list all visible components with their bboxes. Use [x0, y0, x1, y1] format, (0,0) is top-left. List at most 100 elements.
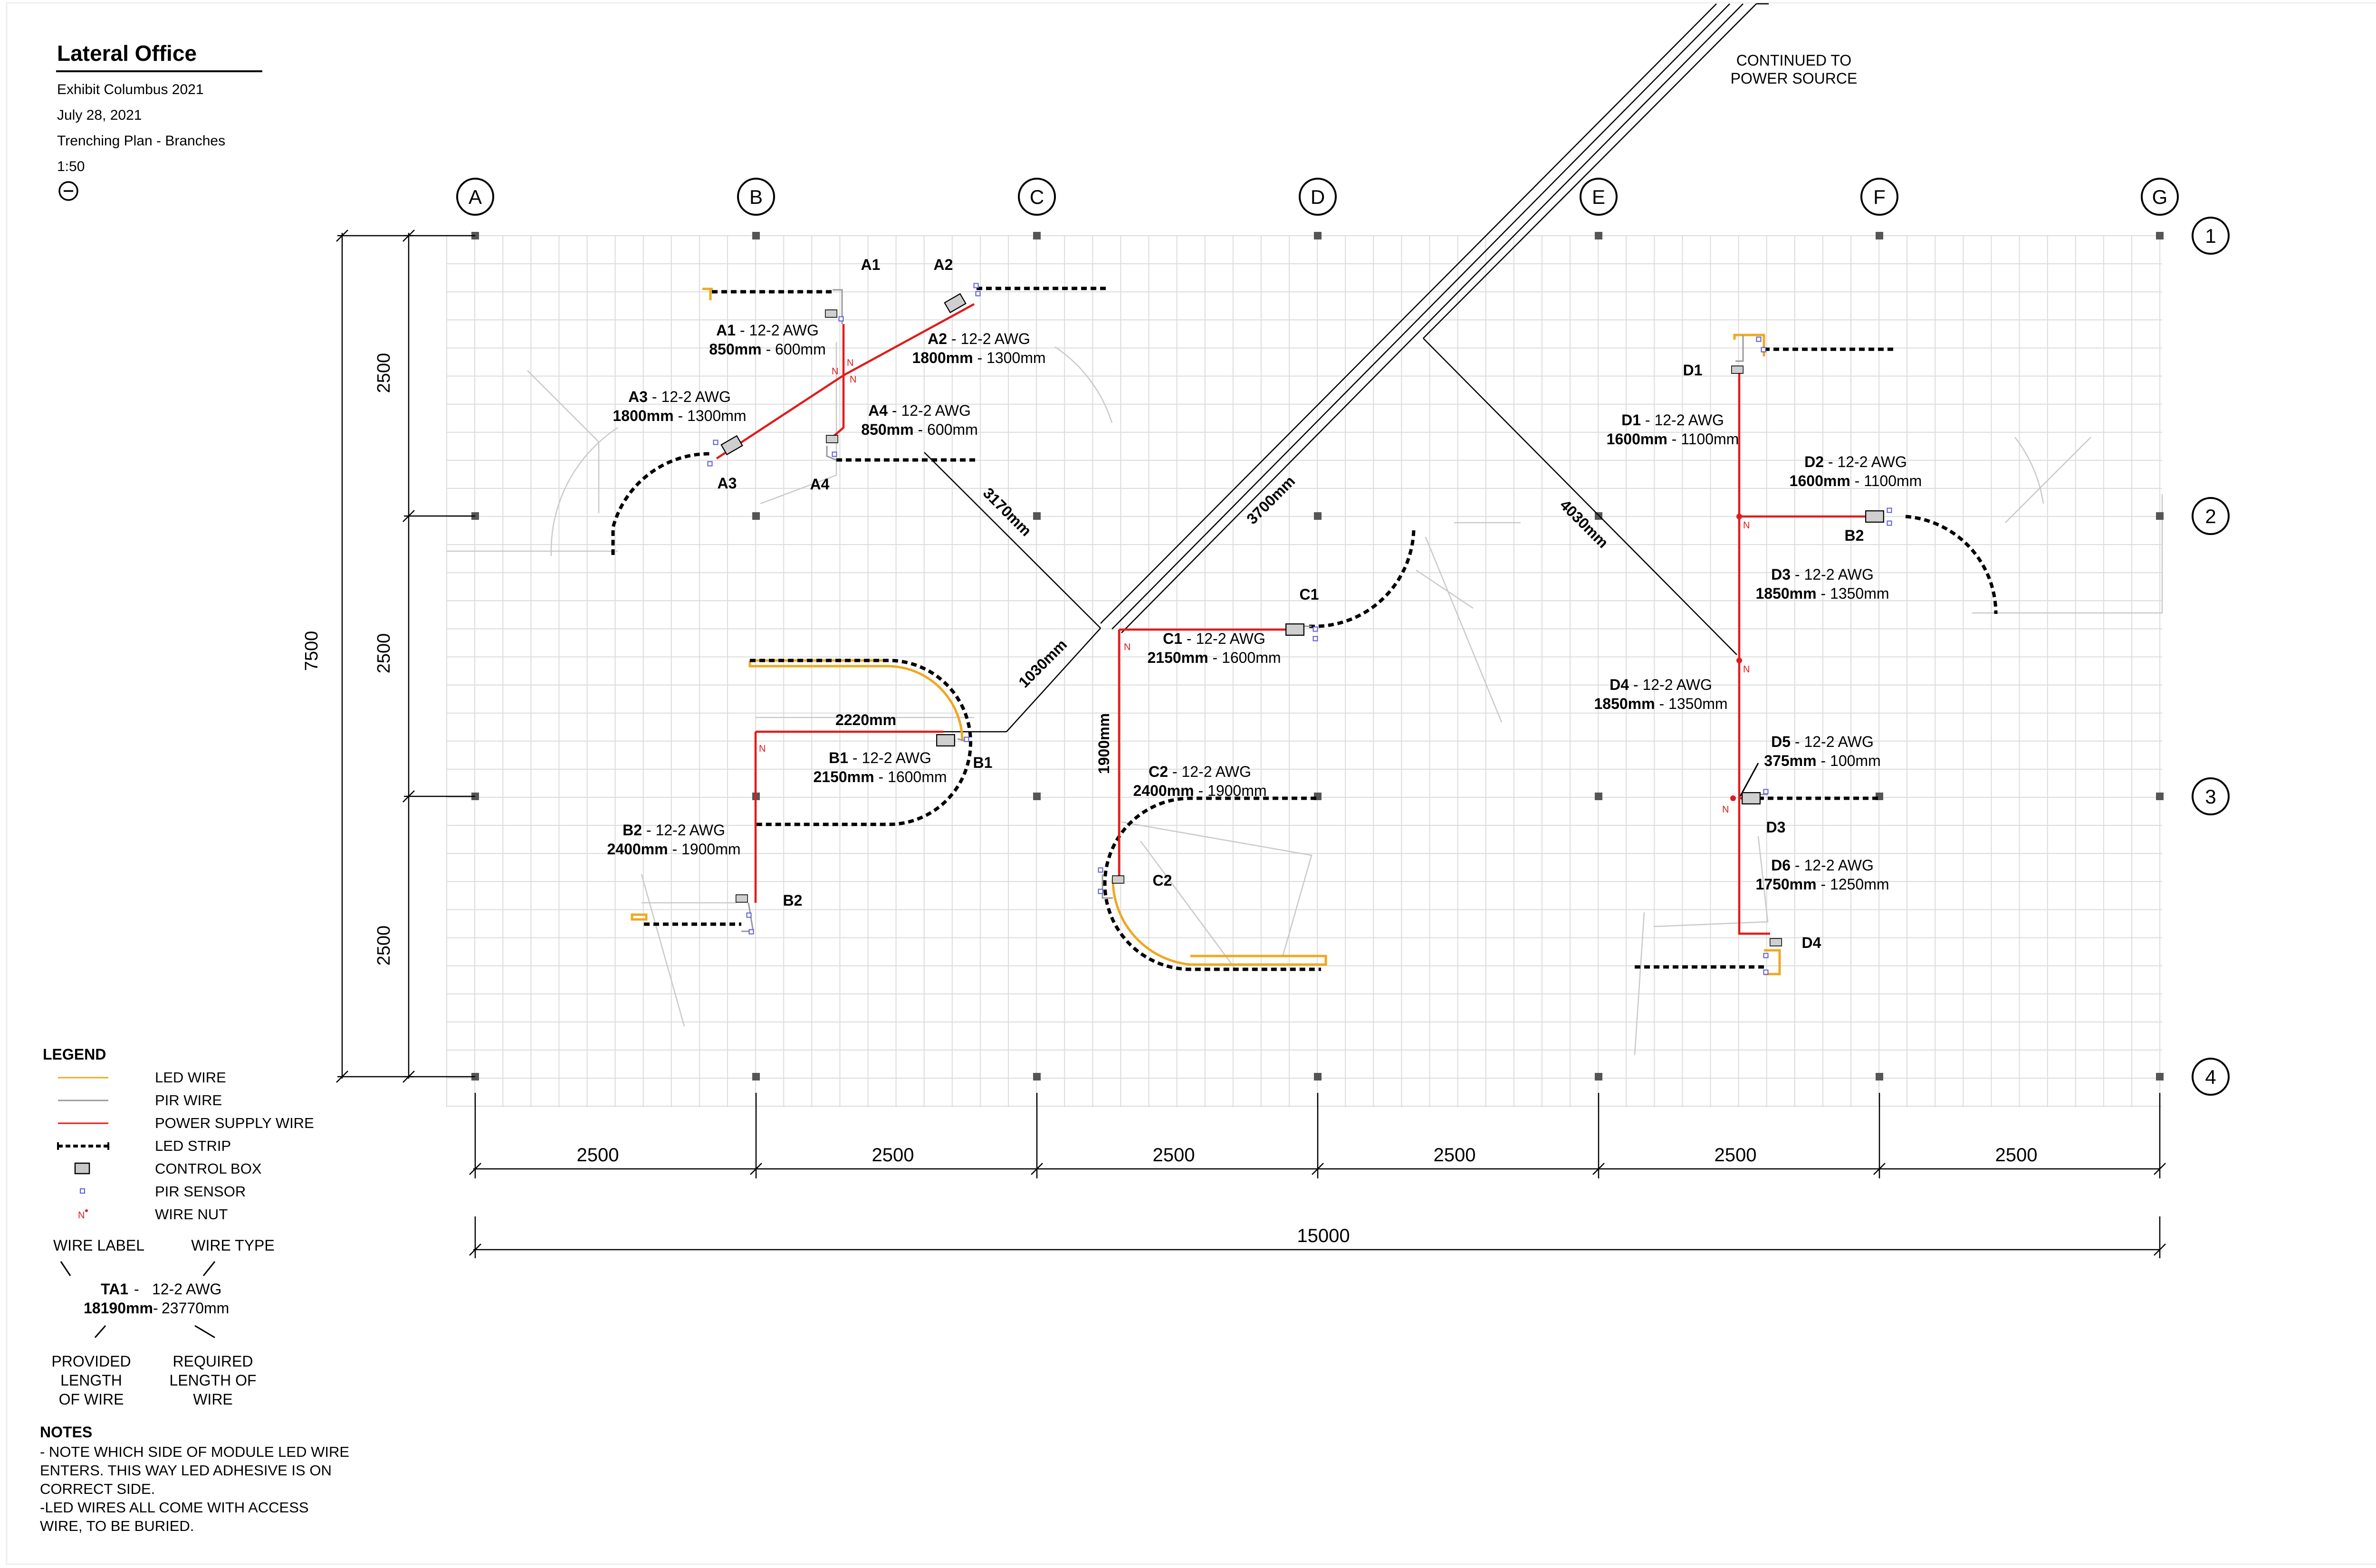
wire-id-type: D1 - 12-2 AWG: [1621, 411, 1724, 429]
pir-sensor-icon: [1098, 889, 1103, 894]
legend-item-pir-sensor-icon: PIR SENSOR: [80, 1183, 246, 1200]
wire-nut-icon: N: [1743, 664, 1750, 675]
pir-sensor-icon: [1313, 636, 1318, 641]
wire-label-d4: D4 - 12-2 AWG 1850mm - 1350mm: [1594, 676, 1727, 712]
grid-bubble-a: A: [456, 178, 494, 216]
legend-item-label: LED STRIP: [155, 1138, 231, 1154]
wire-nut-icon: N: [847, 358, 853, 368]
grid-post: [2156, 232, 2164, 239]
wire-id-type: C1 - 12-2 AWG: [1163, 630, 1265, 647]
north-arrow-icon: [58, 181, 78, 201]
trench-length-6: 1900mm: [1095, 713, 1112, 774]
grid-post: [1314, 1073, 1322, 1080]
wire-nut-icon: N: [832, 366, 838, 377]
source-note-line-1: CONTINUED TO: [1736, 52, 1851, 69]
grid-post: [1033, 232, 1041, 239]
grid-col-label: E: [1592, 186, 1605, 208]
trench-length-2: 3700mm: [1243, 472, 1298, 527]
pir-sensor-icon: [1313, 626, 1318, 632]
pir-sensor-icon: [1763, 953, 1769, 958]
wire-lengths: 2400mm - 1900mm: [1133, 782, 1266, 799]
control-box-icon: [1770, 937, 1782, 947]
module-grid: [446, 235, 2162, 1107]
control-box-icon: [825, 309, 837, 318]
wire-id-type: A1 - 12-2 AWG: [716, 322, 819, 339]
wire-id-type: A3 - 12-2 AWG: [628, 388, 731, 405]
key-wire-type: WIRE TYPE: [191, 1237, 274, 1254]
control-box-icon: [1285, 623, 1304, 636]
wire-label-a1: A1 - 12-2 AWG 850mm - 600mm: [709, 322, 825, 358]
wire-nut-icon: N: [1124, 642, 1131, 652]
col-dim-4: 2500: [1434, 1145, 1476, 1166]
overall-width-dim: 15000: [1297, 1225, 1350, 1246]
wire-nut-icon: [1736, 514, 1742, 519]
wire-lengths: 850mm - 600mm: [709, 341, 825, 358]
sheet-name: Trenching Plan - Branches: [57, 133, 225, 149]
overall-height-dim: 7500: [302, 631, 322, 671]
control-box-icon: [736, 894, 748, 903]
module-label-c1: C1: [1300, 586, 1319, 603]
grid-post: [752, 1073, 760, 1080]
drawing-scale: 1:50: [57, 159, 85, 174]
pir-sensor-icon: [832, 451, 837, 457]
wire-id-type: D4 - 12-2 AWG: [1610, 676, 1712, 693]
legend-item-pir-wire-swatch: PIR WIRE: [58, 1092, 222, 1109]
wire-lengths: 375mm - 100mm: [1764, 752, 1880, 769]
cluster-a: N N N A1 A2 A3 A4: [611, 256, 1107, 555]
pir-sensor-icon: [1887, 507, 1892, 513]
col-dim-3: 2500: [1153, 1145, 1195, 1166]
key-required-1: REQUIRED: [173, 1353, 253, 1370]
wire-lengths: 1600mm - 1100mm: [1607, 430, 1739, 448]
title-block: Lateral Office Exhibit Columbus 2021 Jul…: [56, 41, 262, 201]
project-title: Lateral Office: [57, 41, 197, 66]
key-provided-3: OF WIRE: [59, 1391, 124, 1408]
module-label-d1: D1: [1683, 362, 1703, 379]
row-dim-1: 2500: [374, 353, 394, 393]
wire-id-type: B2 - 12-2 AWG: [623, 822, 725, 839]
wire-nut-icon: N: [1722, 804, 1729, 815]
wire-lengths: 1750mm - 1250mm: [1755, 876, 1889, 893]
row-dim-2: 2500: [374, 633, 394, 674]
wire-lengths: 2150mm - 1600mm: [813, 768, 947, 785]
wire-nut-icon: N: [78, 1209, 88, 1221]
wire-label-d6: D6 - 12-2 AWG 1750mm - 1250mm: [1755, 857, 1889, 893]
notes-line: WIRE, TO BE BURIED.: [40, 1518, 194, 1534]
wire-lengths: 1850mm - 1350mm: [1594, 695, 1727, 712]
wire-label-key: WIRE LABEL WIRE TYPE TA1 - 12-2 AWG 1819…: [51, 1237, 274, 1408]
grid-bubble-4: 4: [2192, 1058, 2230, 1096]
wire-id-type: B1 - 12-2 AWG: [829, 749, 931, 766]
notes-line: - NOTE WHICH SIDE OF MODULE LED WIRE: [40, 1444, 349, 1460]
grid-col-label: D: [1311, 186, 1325, 208]
pir-sensor-icon: [1887, 520, 1892, 526]
grid-col-label: C: [1030, 186, 1044, 208]
wire-nut-icon: [1736, 658, 1742, 663]
pir-sensor-icon: [713, 440, 719, 445]
notes-line: -LED WIRES ALL COME WITH ACCESS: [40, 1499, 309, 1516]
control-box-icon: [1865, 510, 1884, 523]
trench-length-5: 2220mm: [835, 711, 896, 728]
wire-lengths: 2150mm - 1600mm: [1147, 649, 1281, 666]
wire-nut-icon: N: [759, 744, 766, 754]
trench-length-4: 1030mm: [1015, 636, 1070, 691]
wire-id-type: C2 - 12-2 AWG: [1149, 763, 1251, 780]
wire-label-c2: C2 - 12-2 AWG 2400mm - 1900mm: [1133, 763, 1266, 799]
pir-sensor-icon: [746, 912, 752, 918]
control-box-icon: [936, 734, 955, 746]
key-provided-2: LENGTH: [60, 1372, 122, 1389]
wire-id-type: D6 - 12-2 AWG: [1771, 857, 1874, 874]
grid-post: [1595, 1073, 1602, 1080]
wire-lengths: 850mm - 600mm: [861, 421, 977, 438]
row-dim-3: 2500: [374, 926, 394, 966]
wire-label-b1: B1 - 12-2 AWG 2150mm - 1600mm: [813, 749, 947, 785]
wire-nut-icon: N: [850, 374, 856, 385]
col-dim-6: 2500: [1995, 1145, 2038, 1166]
trench-length-1: 3170mm: [980, 484, 1035, 539]
svg-text:N: N: [78, 1210, 85, 1221]
key-sample-provided: 18190mm: [84, 1300, 153, 1317]
trench-length-3: 4030mm: [1557, 496, 1612, 551]
key-required-2: LENGTH OF: [169, 1372, 256, 1389]
